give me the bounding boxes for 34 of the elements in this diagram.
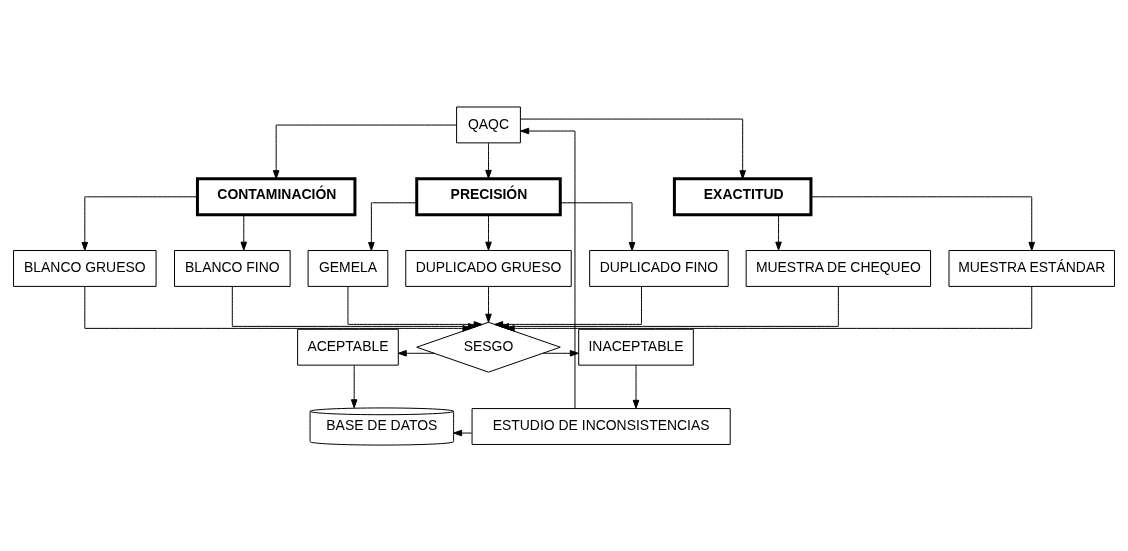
arrow — [397, 349, 435, 357]
arrow — [542, 349, 579, 357]
node-box: DUPLICADO FINO — [589, 249, 729, 287]
arrow — [519, 118, 746, 179]
arrow — [520, 127, 576, 409]
node-box: MUESTRA ESTÁNDAR — [948, 249, 1115, 287]
arrow — [350, 364, 358, 408]
node-box: INACEPTABLE — [578, 328, 694, 366]
arrow — [632, 364, 640, 409]
node-box: PRECISIÓN — [415, 176, 562, 216]
arrow — [485, 285, 492, 323]
arrow — [505, 285, 1033, 332]
node-box: BLANCO GRUESO — [13, 249, 157, 287]
arrow — [494, 285, 642, 328]
node-box: BLANCO FINO — [174, 249, 291, 287]
arrow — [775, 213, 782, 251]
node-box: MUESTRA DE CHEQUEO — [745, 249, 932, 287]
arrow — [240, 213, 248, 251]
node-box: DUPLICADO GRUESO — [405, 249, 572, 287]
arrow — [810, 195, 1036, 251]
arrow — [81, 195, 198, 251]
arrow — [485, 213, 492, 251]
arrow — [500, 285, 839, 330]
arrow — [368, 201, 418, 251]
arrow — [453, 429, 473, 436]
node-box: QAQC — [456, 106, 521, 143]
node-box: CONTAMINACIÓN — [195, 176, 357, 216]
node-box: GEMELA — [307, 249, 389, 287]
node-box: ACEPTABLE — [297, 328, 399, 366]
node-box: ESTUDIO DE INCONSISTENCIAS — [471, 407, 731, 445]
node-box: EXACTITUD — [672, 176, 813, 216]
arrow — [560, 201, 636, 251]
arrow — [272, 124, 457, 179]
arrow — [485, 142, 492, 179]
